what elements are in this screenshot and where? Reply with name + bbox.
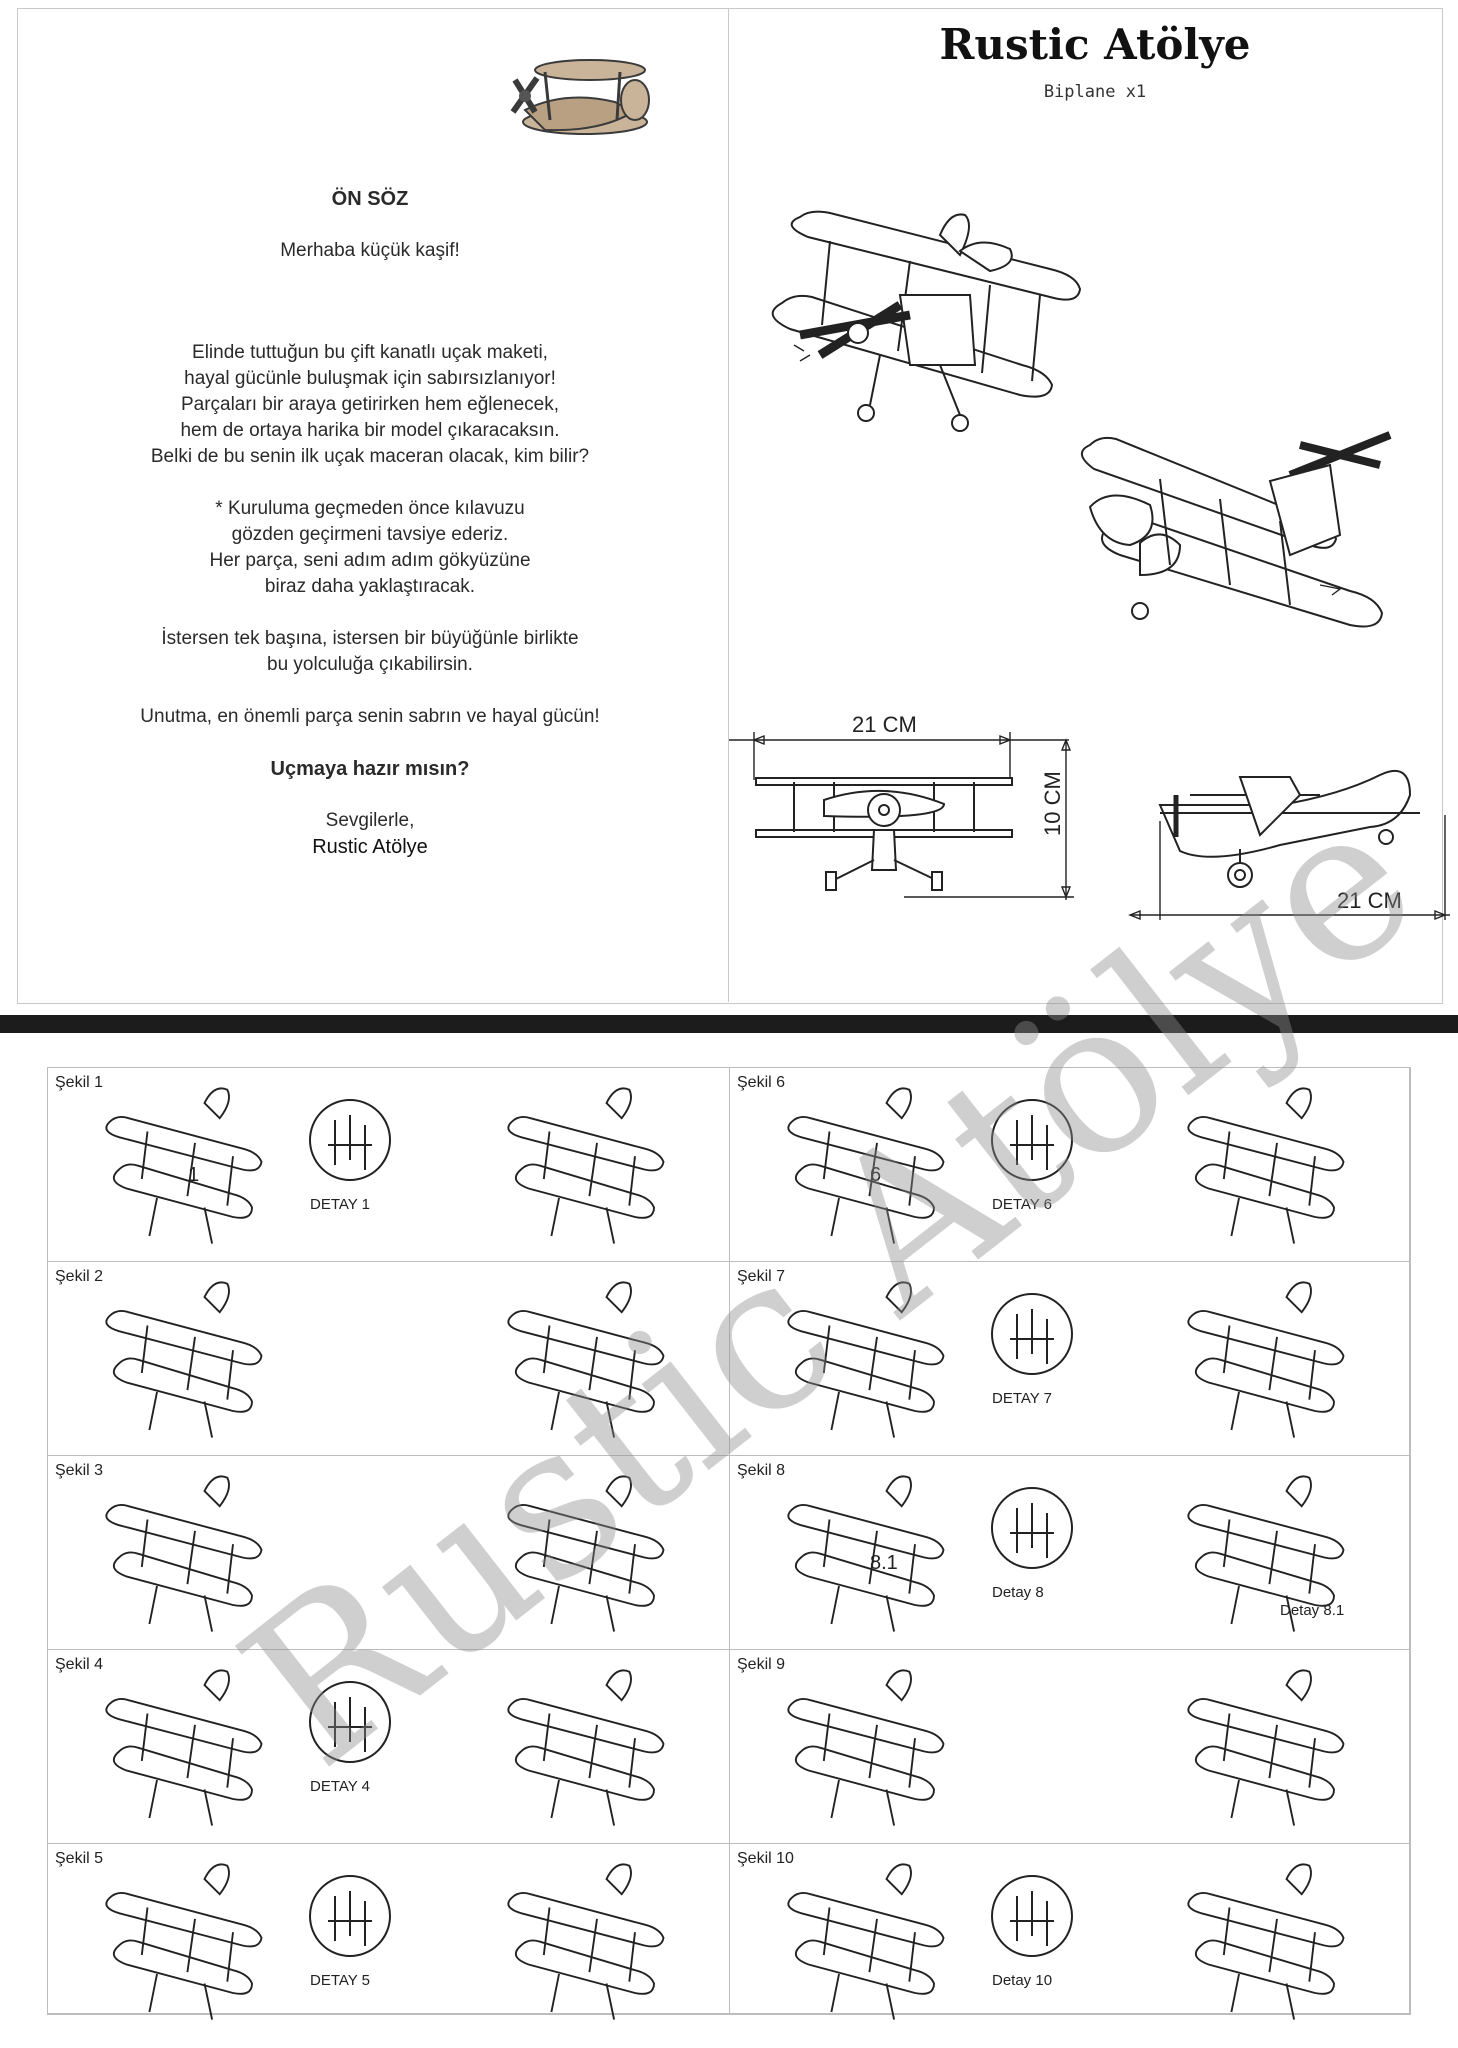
brand-subtitle: Biplane x1 bbox=[1043, 82, 1147, 102]
step-illustration bbox=[787, 1669, 1345, 1826]
dimension-width-label: 21 CM bbox=[852, 712, 917, 737]
preface-greeting: Merhaba küçük kaşif! bbox=[280, 240, 460, 261]
part-sketch bbox=[1187, 1475, 1345, 1632]
detail-label: Detay 8 bbox=[992, 1584, 1044, 1601]
part-sketch bbox=[787, 1863, 945, 2020]
preface-paragraph-4: Unutma, en önemli parça senin sabrın ve … bbox=[140, 706, 600, 727]
step-label: Şekil 1 bbox=[55, 1074, 104, 1091]
step-illustration bbox=[787, 1475, 1345, 1632]
part-sketch bbox=[507, 1669, 665, 1826]
detail-label: DETAY 5 bbox=[310, 1972, 371, 1989]
detail-label: DETAY 4 bbox=[310, 1778, 371, 1795]
step-illustration bbox=[105, 1863, 665, 2020]
part-sketch bbox=[105, 1087, 263, 1244]
step-label: Şekil 7 bbox=[737, 1268, 786, 1285]
step-illustration bbox=[105, 1087, 665, 1244]
part-sketch bbox=[1187, 1087, 1345, 1244]
step-label: Şekil 4 bbox=[55, 1656, 104, 1673]
assembly-step-cell: Şekil 10 Detay 10 bbox=[730, 1844, 1410, 2020]
preface-paragraph-2: * Kuruluma geçmeden önce kılavuzu gözden… bbox=[209, 498, 531, 597]
assembly-step-cell: Şekil 7 DETAY 7 bbox=[730, 1262, 1410, 1456]
cover-divider bbox=[728, 8, 729, 1002]
preface-closing: Sevgilerle, bbox=[325, 810, 415, 831]
cover-sheet: ÖN SÖZ Merhaba küçük kaşif! Elinde tuttu… bbox=[0, 0, 1458, 1015]
step-label: Şekil 8 bbox=[737, 1462, 786, 1479]
preface-signature: Rustic Atölye bbox=[312, 836, 428, 858]
assembly-step-cell: Şekil 6 DETAY 6 6 bbox=[730, 1068, 1410, 1262]
cover-frame bbox=[17, 8, 1443, 1004]
step-label: Şekil 3 bbox=[55, 1462, 104, 1479]
preface-question: Uçmaya hazır mısın? bbox=[270, 758, 470, 780]
biplane-front-view-drawing bbox=[729, 732, 1074, 900]
assembly-step-cell: Şekil 3 bbox=[48, 1456, 730, 1650]
part-sketch bbox=[787, 1669, 945, 1826]
assembly-step-cell: Şekil 8 Detay 8 Detay 8.1 8.1 bbox=[730, 1456, 1410, 1650]
preface-title: ÖN SÖZ bbox=[331, 188, 409, 210]
assembly-step-cell: Şekil 9 bbox=[730, 1650, 1410, 1844]
step-label: Şekil 9 bbox=[737, 1656, 786, 1673]
step-label: Şekil 6 bbox=[737, 1074, 786, 1091]
step-illustration bbox=[787, 1863, 1345, 2020]
step-illustration bbox=[787, 1281, 1345, 1438]
part-sketch bbox=[507, 1863, 665, 2020]
part-sketch bbox=[787, 1087, 945, 1244]
biplane-thumbnail-icon bbox=[510, 59, 650, 135]
preface-paragraph-3: İstersen tek başına, istersen bir büyüğü… bbox=[161, 628, 579, 675]
detail-label: DETAY 6 bbox=[992, 1196, 1053, 1213]
step-label: Şekil 2 bbox=[55, 1268, 104, 1285]
assembly-step-cell: Şekil 4 DETAY 4 bbox=[48, 1650, 730, 1844]
step-illustration bbox=[105, 1475, 665, 1632]
part-sketch bbox=[1187, 1281, 1345, 1438]
step-illustration bbox=[105, 1281, 665, 1438]
dimension-height-label: 10 CM bbox=[1040, 771, 1065, 836]
biplane-isometric-rear-drawing bbox=[1081, 431, 1392, 628]
part-sketch bbox=[507, 1087, 665, 1244]
part-sketch bbox=[105, 1281, 263, 1438]
part-sketch bbox=[105, 1475, 263, 1632]
detail-label: DETAY 7 bbox=[992, 1390, 1053, 1407]
callout-number: 6 bbox=[870, 1164, 882, 1186]
callout-number: 1 bbox=[188, 1164, 200, 1186]
preface: ÖN SÖZ Merhaba küçük kaşif! Elinde tuttu… bbox=[60, 186, 680, 860]
detail-label: Detay 10 bbox=[992, 1972, 1053, 1989]
brand-title: Rustic Atölye bbox=[939, 20, 1251, 69]
step-illustration bbox=[105, 1669, 665, 1826]
step-label: Şekil 10 bbox=[737, 1850, 794, 1867]
step-label: Şekil 5 bbox=[55, 1850, 104, 1867]
part-sketch bbox=[105, 1669, 263, 1826]
preface-paragraph-1: Elinde tuttuğun bu çift kanatlı uçak mak… bbox=[150, 342, 590, 467]
part-sketch bbox=[787, 1281, 945, 1438]
biplane-isometric-front-drawing bbox=[771, 210, 1082, 432]
assembly-step-cell: Şekil 5 DETAY 5 bbox=[48, 1844, 730, 2020]
dimension-length-label: 21 CM bbox=[1337, 888, 1402, 913]
part-sketch bbox=[1187, 1669, 1345, 1826]
part-sketch bbox=[507, 1281, 665, 1438]
part-sketch bbox=[1187, 1863, 1345, 2020]
step-illustration bbox=[787, 1087, 1345, 1244]
assembly-step-cell: Şekil 2 bbox=[48, 1262, 730, 1456]
biplane-side-view-drawing bbox=[1128, 770, 1450, 921]
assembly-step-cell: Şekil 1 DETAY 1 1 bbox=[48, 1068, 730, 1262]
callout-number: 8.1 bbox=[870, 1552, 898, 1574]
detail-label: DETAY 1 bbox=[310, 1196, 371, 1213]
part-sketch bbox=[507, 1475, 665, 1632]
part-sketch bbox=[105, 1863, 263, 2020]
detail-label-secondary: Detay 8.1 bbox=[1280, 1602, 1345, 1619]
part-sketch bbox=[787, 1475, 945, 1632]
